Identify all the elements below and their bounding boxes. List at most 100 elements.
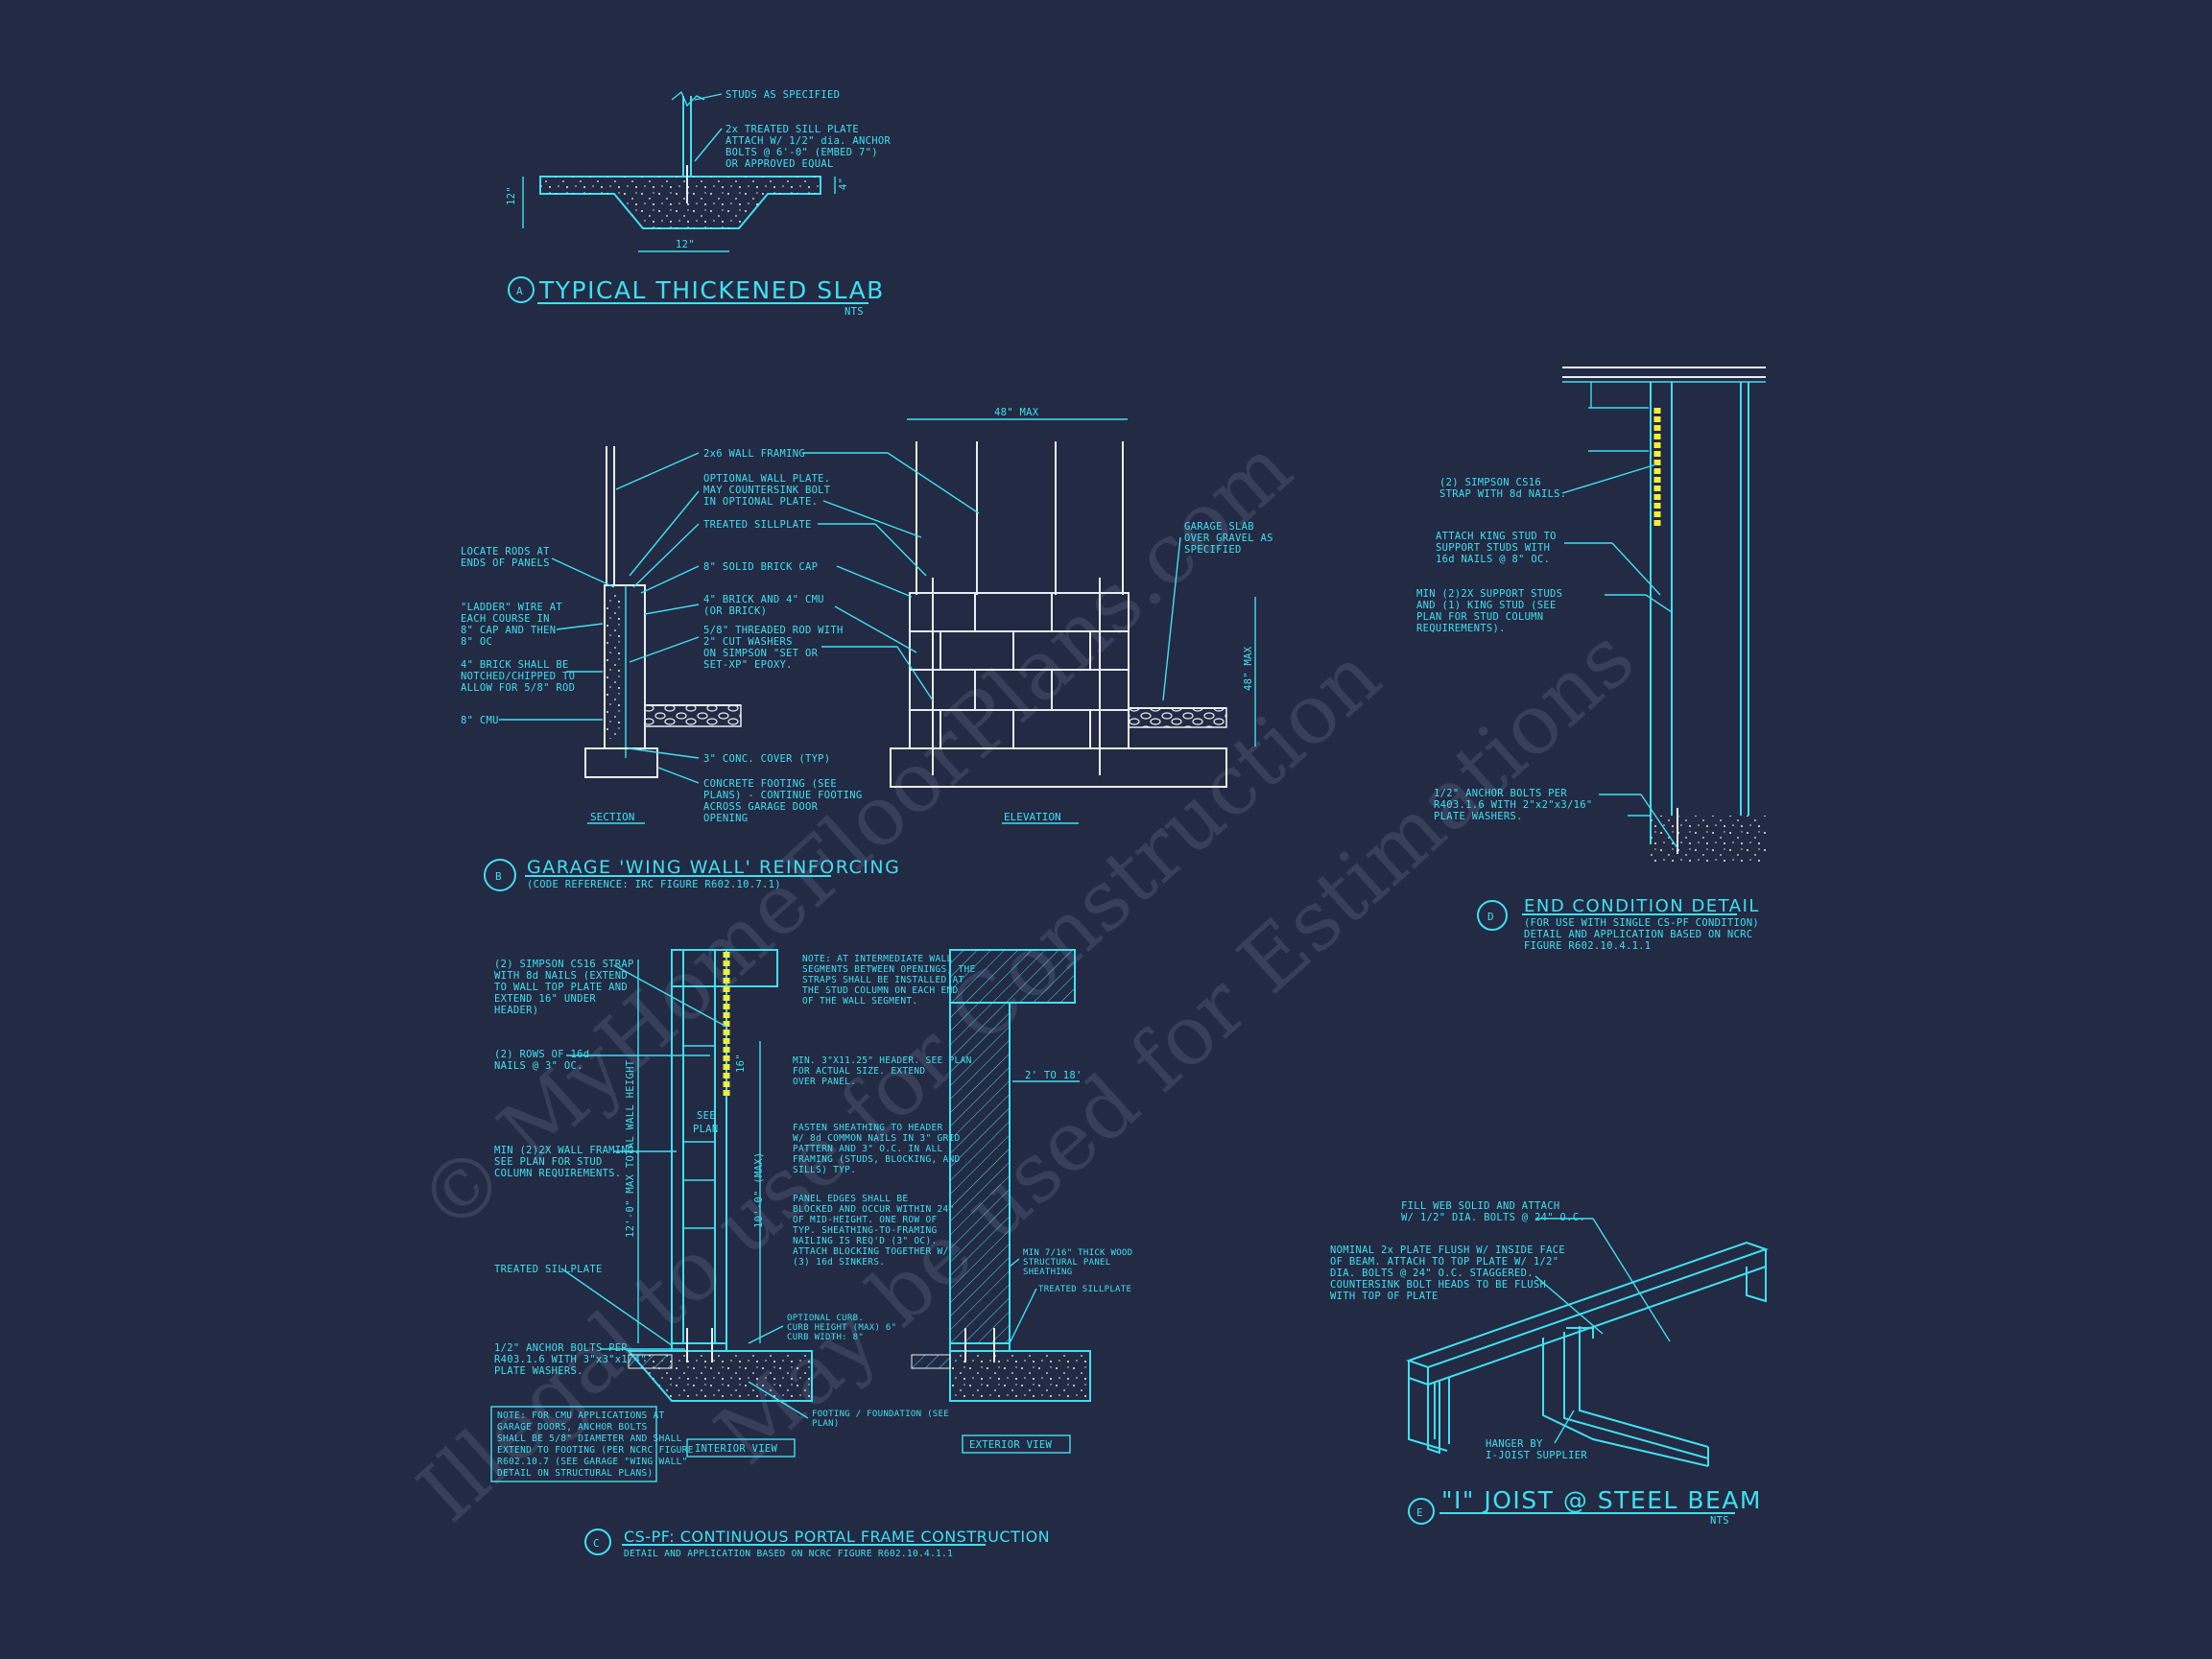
note: STRUCTURAL PANEL [1023, 1258, 1111, 1268]
left-leaders [499, 557, 615, 721]
note: I-JOIST SUPPLIER [1486, 1450, 1587, 1461]
note: ATTACH KING STUD TO [1436, 531, 1557, 542]
note: OF MID-HEIGHT. ONE ROW OF [793, 1215, 938, 1225]
sheathing-panel [949, 1002, 1011, 1344]
note: FASTEN SHEATHING TO HEADER [793, 1123, 943, 1133]
note: 5/8" THREADED ROD WITH [703, 625, 844, 636]
note: SET-XP" EPOXY. [703, 659, 793, 671]
note: (2) ROWS OF 16d [494, 1049, 589, 1060]
detail-a-typical-thickened-slab: 12" 12" 4" STUDS AS SPECIFIED 2x TREATED… [506, 89, 891, 318]
note: (2) SIMPSON CS16 STRAP [494, 959, 634, 970]
detail-c-title: CS-PF: CONTINUOUS PORTAL FRAME CONSTRUCT… [624, 1528, 1050, 1546]
header-ext [949, 949, 1076, 1004]
note: OPTIONAL CURB. [787, 1314, 864, 1323]
note: OVER PANEL. [793, 1077, 856, 1087]
note: EACH COURSE IN [461, 613, 550, 625]
note: 4" BRICK AND 4" CMU [703, 594, 824, 605]
note: HANGER BY [1486, 1438, 1543, 1450]
detail-d-marker-circle [1477, 900, 1508, 931]
note: IN OPTIONAL PLATE. [703, 496, 818, 508]
dim-depth: 12" [506, 186, 517, 205]
leader [694, 93, 723, 101]
detail-d-subtitle: (FOR USE WITH SINGLE CS-PF CONDITION) [1524, 917, 1759, 929]
note: GARAGE DOORS, ANCHOR BOLTS [497, 1422, 648, 1433]
detail-d-title: END CONDITION DETAIL [1524, 896, 1760, 916]
note: NOMINAL 2x PLATE FLUSH W/ INSIDE FACE [1330, 1244, 1565, 1256]
detail-b-subtitle: (CODE REFERENCE: IRC FIGURE R602.10.7.1) [527, 879, 781, 890]
slab-concrete-fill [540, 177, 821, 228]
left-leaders [560, 964, 727, 1350]
note-sill: BOLTS @ 6'-0" (EMBED 7") [725, 147, 878, 158]
note-sill: 2x TREATED SILL PLATE [725, 124, 859, 135]
note: TYP. SHEATHING-TO-FRAMING [793, 1225, 938, 1236]
note: CURB HEIGHT (MAX) 6" [787, 1323, 896, 1333]
sill-ext [949, 1342, 1011, 1352]
leader [1009, 1258, 1020, 1268]
plate-edge [1408, 1361, 1429, 1386]
see-plan: SEE [697, 1110, 716, 1122]
note: SEE PLAN FOR STUD [494, 1156, 603, 1168]
note: W/ 8d COMMON NAILS IN 3" GRID [793, 1133, 961, 1144]
exterior-view-box [962, 1434, 1071, 1454]
note: FILL WEB SOLID AND ATTACH [1401, 1200, 1560, 1212]
section-label: SECTION [590, 811, 634, 823]
note: SHEATHING [1023, 1268, 1072, 1277]
note: 3" CONC. COVER (TYP) [703, 753, 830, 765]
dim-width: 12" [676, 239, 695, 250]
note: MIN (2)2X WALL FRAMING. [494, 1145, 640, 1156]
note: FOOTING / FOUNDATION (SEE [812, 1410, 949, 1419]
dim-wall: 12'-0" MAX TOTAL WALL HEIGHT [625, 1059, 636, 1238]
note: "LADDER" WIRE AT [461, 602, 562, 613]
detail-d-subtitle: FIGURE R602.10.4.1.1 [1524, 940, 1651, 952]
note: SUPPORT STUDS WITH [1436, 542, 1550, 554]
detail-c-portal-frame: SEE PLAN 12'-0" MAX TOTAL WALL HEIGHT 10… [490, 949, 1132, 1559]
note-studs: STUDS AS SPECIFIED [725, 89, 840, 101]
note: CONCRETE FOOTING (SEE [703, 778, 837, 790]
dim-top: 48" MAX [994, 407, 1039, 418]
note: STRAPS SHALL BE INSTALLED AT [802, 975, 964, 985]
note: TO WALL TOP PLATE AND [494, 982, 628, 993]
note: 1/2" ANCHOR BOLTS PER [494, 1342, 628, 1354]
note: HEADER) [494, 1005, 538, 1016]
leader [1162, 536, 1181, 701]
note: SILLS) TYP. [793, 1165, 856, 1175]
note: MIN (2)2X SUPPORT STUDS [1416, 588, 1562, 600]
leader [748, 1381, 809, 1419]
detail-e-scale: NTS [1710, 1515, 1729, 1527]
watermark-line-3: May be used for Estimations [698, 610, 1653, 1483]
note: NOTCHED/CHIPPED TO [461, 671, 575, 682]
beam-flange [1408, 1378, 1448, 1452]
hanger [1566, 1327, 1594, 1339]
note: NAILS @ 3" OC. [494, 1060, 583, 1072]
detail-d-subtitle: DETAIL AND APPLICATION BASED ON NCRC [1524, 929, 1752, 940]
note: R602.10.7 (SEE GARAGE "WING WALL" [497, 1457, 688, 1467]
note: PATTERN AND 3" O.C. IN ALL [793, 1144, 943, 1154]
curb [628, 1354, 673, 1369]
note: MIN. 3"X11.25" HEADER. SEE PLAN [793, 1055, 972, 1066]
note: OPENING [703, 813, 748, 824]
brick-courses [910, 593, 1129, 748]
note: SEGMENTS BETWEEN OPENINGS, THE [802, 964, 976, 975]
detail-d-marker: D [1487, 911, 1494, 923]
gravel [644, 704, 742, 727]
detail-e-title: "I" JOIST @ STEEL BEAM [1441, 1486, 1762, 1514]
note: (OR BRICK) [703, 605, 767, 617]
curb-ext [911, 1354, 951, 1369]
note: CURB WIDTH: 8" [787, 1333, 864, 1342]
note: PLATE WASHERS. [1434, 811, 1523, 822]
footing [584, 747, 658, 778]
i-joist-flange [1542, 1338, 1709, 1467]
note: ATTACH BLOCKING TOGETHER W/ [793, 1246, 949, 1257]
exterior-view-label: EXTERIOR VIEW [969, 1439, 1052, 1451]
see-plan: PLAN [693, 1124, 719, 1135]
note: GARAGE SLAB [1184, 521, 1254, 533]
note: ENDS OF PANELS [461, 557, 550, 569]
brick-fill [607, 595, 622, 739]
leader [748, 1325, 784, 1344]
note: PLAN FOR STUD COLUMN [1416, 611, 1543, 623]
center-leaders [615, 452, 980, 784]
note: OVER GRAVEL AS [1184, 533, 1273, 544]
beam-web [1427, 1378, 1440, 1455]
detail-a-scale: NTS [844, 306, 864, 318]
